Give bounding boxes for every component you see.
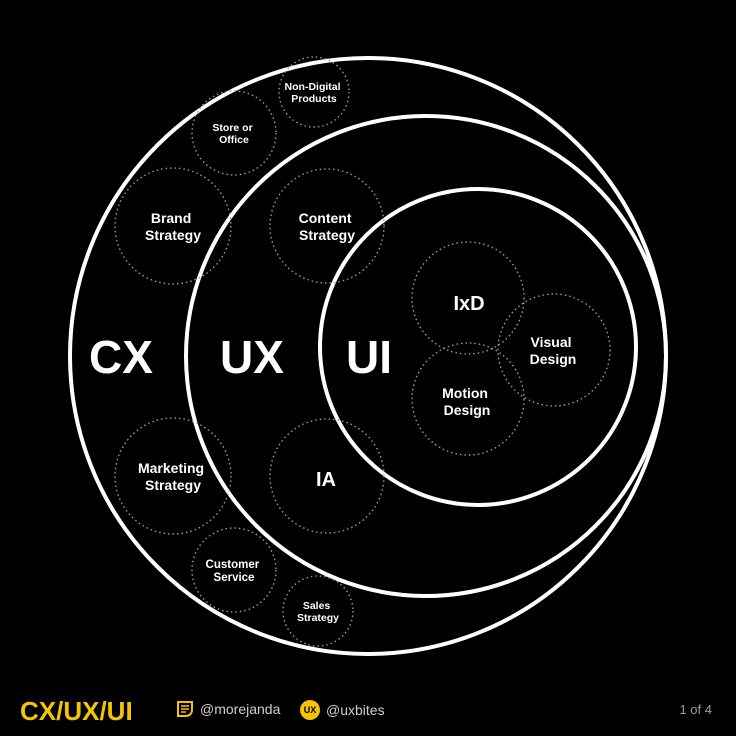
ia-circle <box>269 418 385 534</box>
brand-strategy-circle <box>114 167 232 285</box>
page-indicator: 1 of 4 <box>679 702 712 717</box>
store-or-office-circle <box>191 90 277 176</box>
motion-design-label: Motion Design <box>442 385 492 418</box>
visual-design-circle <box>497 293 611 407</box>
ui-ring <box>318 187 638 507</box>
customer-service-circle <box>191 527 277 613</box>
uxbites-handle: @uxbites <box>326 702 385 718</box>
uxbites-credit[interactable]: UX @uxbites <box>300 700 385 720</box>
sales-strategy-label: Sales Strategy <box>297 600 339 624</box>
ui-label: UI <box>346 331 392 383</box>
visual-design-label: Visual Design <box>530 334 577 367</box>
non-digital-products-label: Non-Digital Products <box>285 81 344 105</box>
content-strategy-label: Content Strategy <box>299 210 356 243</box>
morejanda-credit[interactable]: @morejanda <box>176 700 280 718</box>
sales-strategy-circle <box>282 575 354 647</box>
motion-design-circle <box>411 342 525 456</box>
ux-ring <box>184 114 668 598</box>
cx-label: CX <box>89 331 153 383</box>
ixd-circle <box>411 241 525 355</box>
marketing-strategy-label: Marketing Strategy <box>138 460 208 493</box>
customer-service-label: Customer Service <box>206 559 263 584</box>
morejanda-handle: @morejanda <box>200 701 281 717</box>
content-strategy-circle <box>269 168 385 284</box>
footer-title: CX/UX/UI <box>20 696 133 726</box>
non-digital-products-circle <box>278 56 350 128</box>
footer: CX/UX/UI @morejanda UX @uxbites 1 of 4 <box>0 688 736 736</box>
marketing-strategy-circle <box>114 417 232 535</box>
store-or-office-label: Store or Office <box>212 122 255 146</box>
ia-label: IA <box>316 469 336 491</box>
ixd-label: IxD <box>453 293 484 315</box>
ux-label: UX <box>220 331 284 383</box>
morejanda-logo-icon <box>177 701 193 717</box>
brand-strategy-label: Brand Strategy <box>145 210 201 243</box>
cx-ux-ui-diagram: CX UX UI Non-Digital Products Store or O… <box>68 56 668 656</box>
uxbites-logo-icon: UX <box>300 700 320 720</box>
